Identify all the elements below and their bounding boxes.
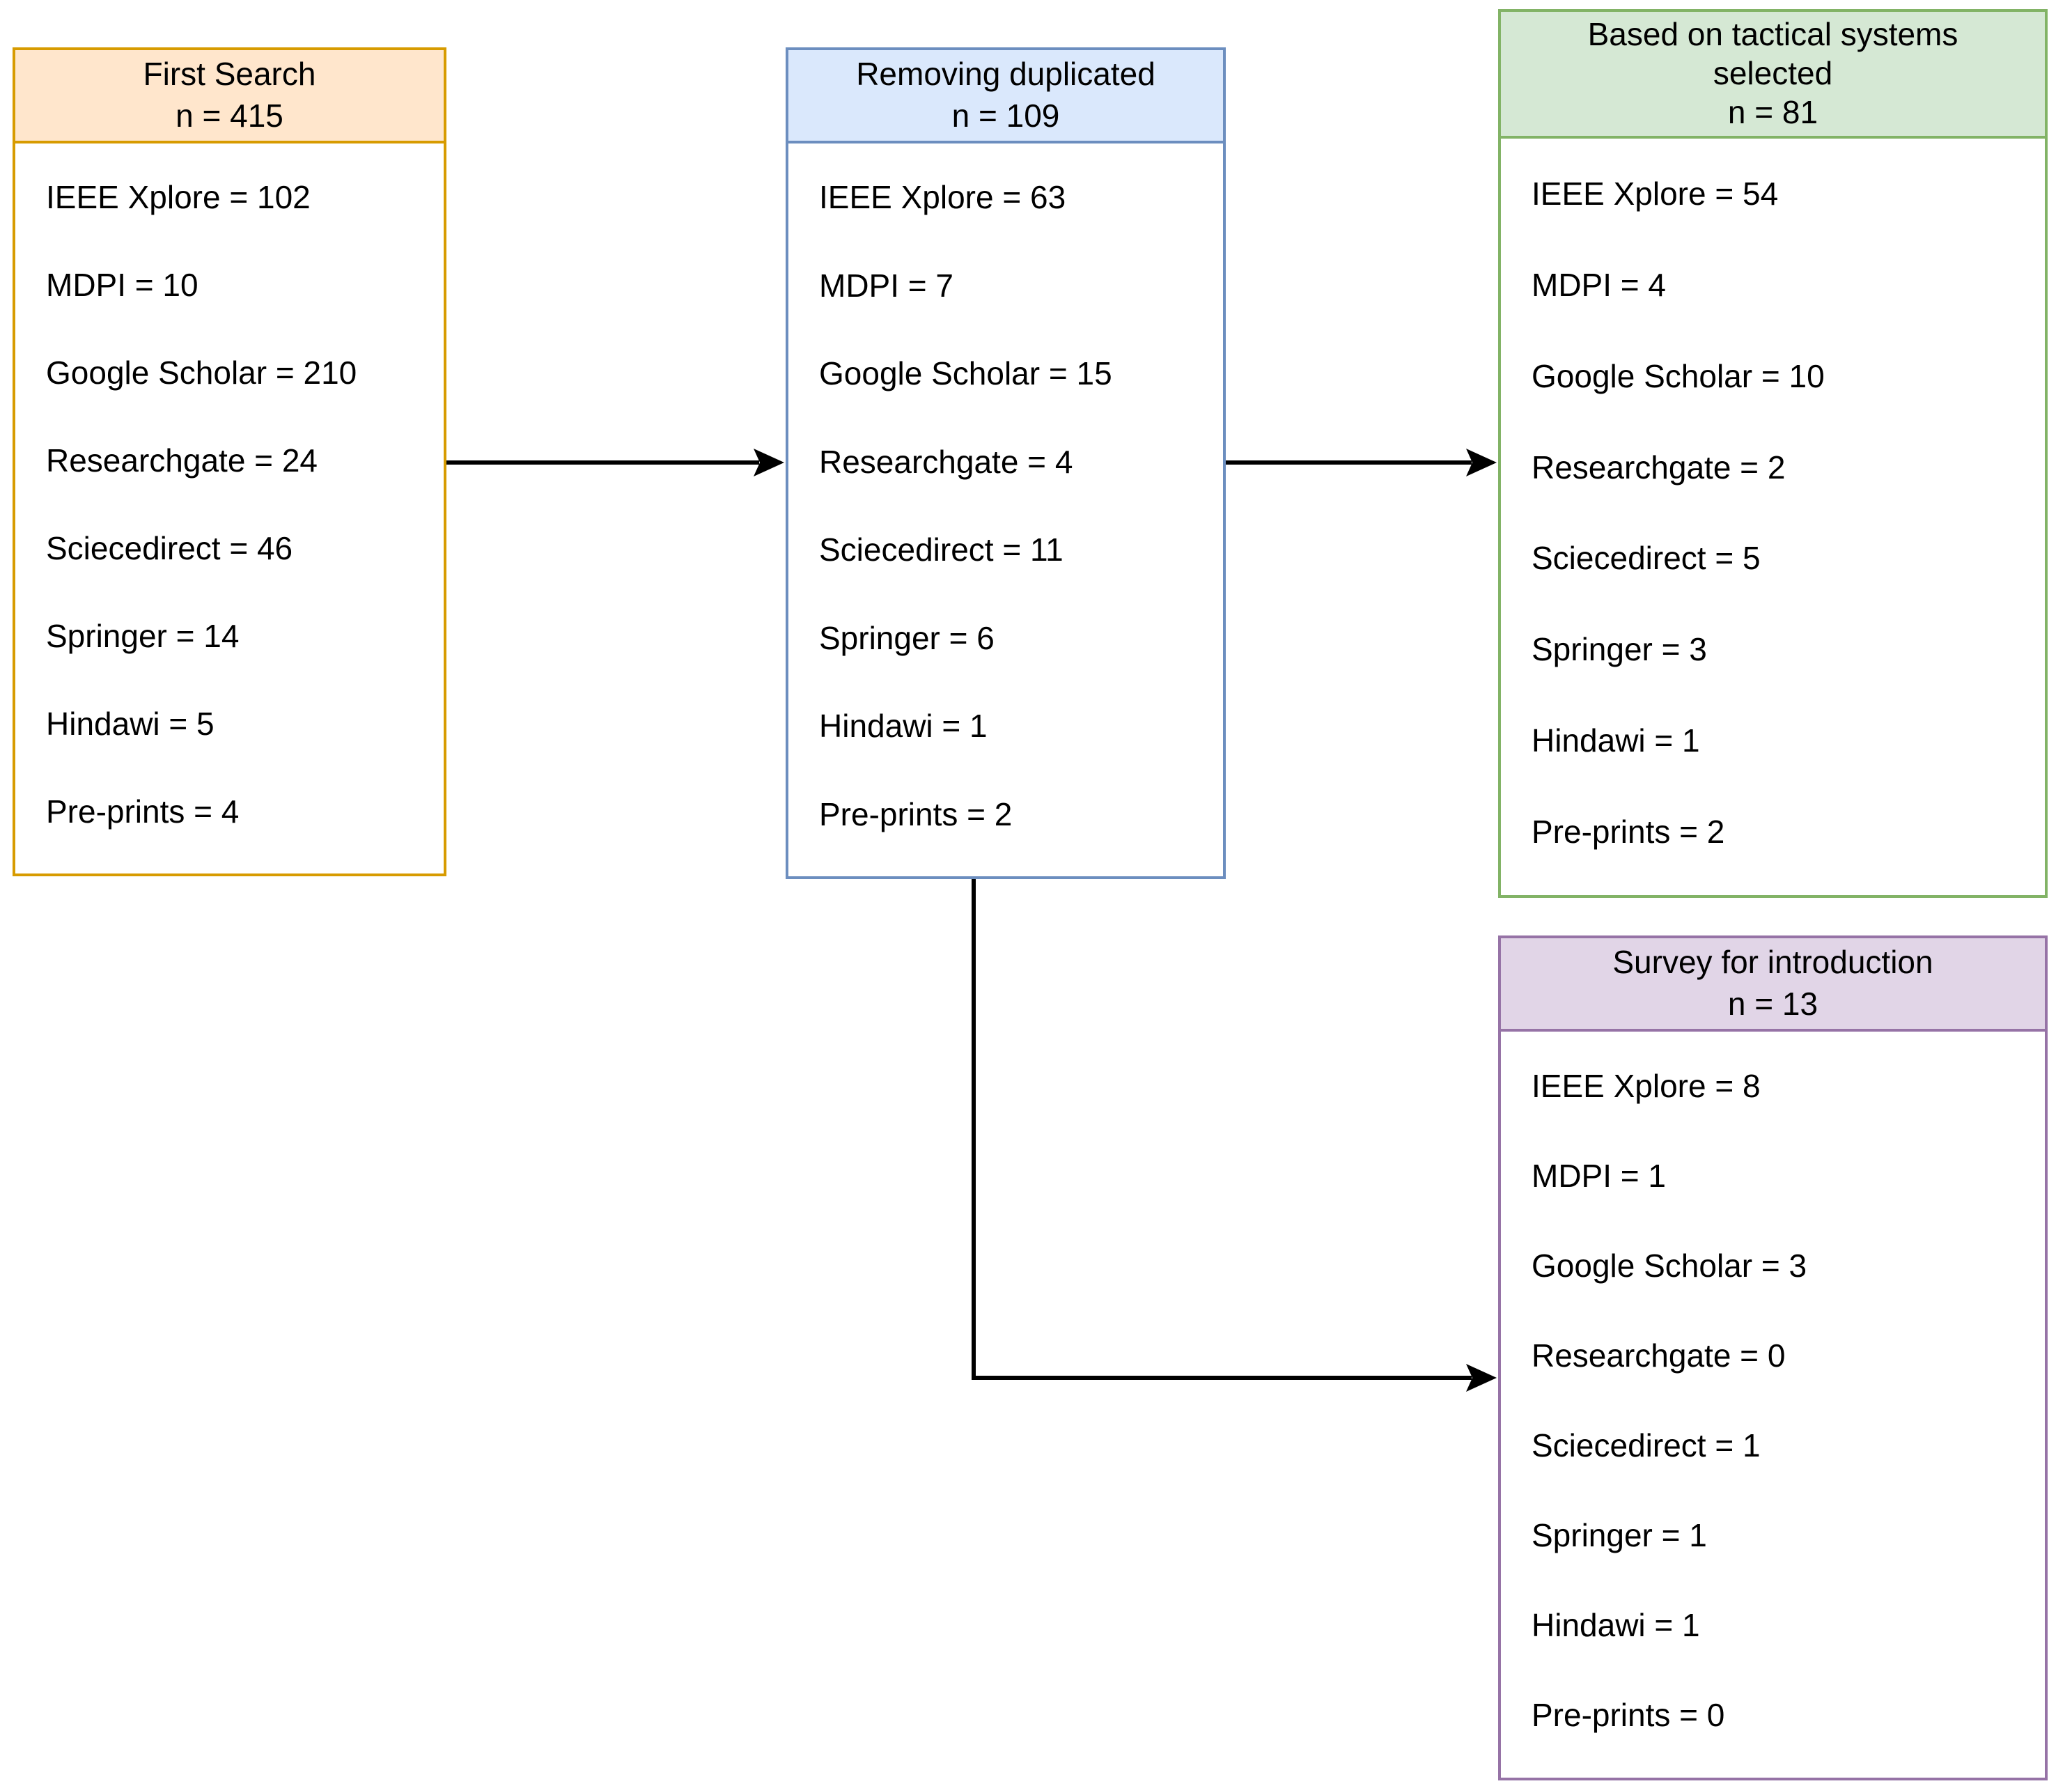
arrow-first-search-to-removing-duplicated <box>446 449 784 476</box>
box-title: Survey for introduction <box>1612 944 1933 980</box>
source-count-item: IEEE Xplore = 54 <box>1532 176 1779 212</box>
box-survey-introduction-body: IEEE Xplore = 8 MDPI = 1 Google Scholar … <box>1501 1032 2045 1778</box>
source-count-item: Hindawi = 1 <box>819 708 988 745</box>
source-count-item: Sciecedirect = 5 <box>1532 540 1761 577</box>
box-title: selected <box>1713 55 1833 91</box>
box-survey-introduction: Survey for introduction n = 13 IEEE Xplo… <box>1498 935 2048 1780</box>
box-title: Based on tactical systems <box>1587 16 1958 52</box>
source-count-item: Springer = 14 <box>46 618 240 654</box>
source-count-item: MDPI = 1 <box>1532 1158 1667 1195</box>
source-count-item: Springer = 1 <box>1532 1516 1707 1553</box>
box-first-search: First Search n = 415 IEEE Xplore = 102 M… <box>13 47 446 876</box>
source-count-item: Sciecedirect = 46 <box>46 530 293 566</box>
box-count: n = 109 <box>951 98 1060 134</box>
source-count-item: Pre-prints = 2 <box>1532 813 1725 850</box>
box-title: First Search <box>143 56 316 92</box>
box-removing-duplicated: Removing duplicated n = 109 IEEE Xplore … <box>786 47 1226 879</box>
source-count-item: Sciecedirect = 1 <box>1532 1427 1761 1463</box>
source-count-item: Google Scholar = 3 <box>1532 1248 1807 1284</box>
box-first-search-body: IEEE Xplore = 102 MDPI = 10 Google Schol… <box>15 143 444 873</box>
source-count-item: Google Scholar = 210 <box>46 355 357 391</box>
source-count-item: Google Scholar = 15 <box>819 355 1112 392</box>
source-count-item: IEEE Xplore = 63 <box>819 179 1066 216</box>
source-count-item: MDPI = 7 <box>819 267 954 304</box>
box-removing-duplicated-header: Removing duplicated n = 109 <box>788 50 1223 143</box>
box-tactical-selected-header: Based on tactical systems selected n = 8… <box>1501 12 2045 139</box>
box-survey-introduction-header: Survey for introduction n = 13 <box>1501 938 2045 1032</box>
source-count-item: MDPI = 10 <box>46 267 198 303</box>
source-count-item: Hindawi = 5 <box>46 706 215 742</box>
source-count-item: Pre-prints = 2 <box>819 795 1013 832</box>
source-count-item: Pre-prints = 4 <box>46 793 240 830</box>
source-count-item: Researchgate = 2 <box>1532 449 1786 486</box>
arrow-removing-duplicated-to-survey-introduction <box>972 879 1497 1392</box>
box-title: Removing duplicated <box>856 56 1155 92</box>
source-count-item: Springer = 6 <box>819 619 995 656</box>
source-count-item: MDPI = 4 <box>1532 267 1667 304</box>
source-count-item: Researchgate = 4 <box>819 443 1073 480</box>
box-removing-duplicated-body: IEEE Xplore = 63 MDPI = 7 Google Scholar… <box>788 143 1223 876</box>
arrow-removing-duplicated-to-tactical-selected <box>1226 449 1497 476</box>
source-count-item: Sciecedirect = 11 <box>819 531 1064 568</box>
box-count: n = 415 <box>176 98 283 134</box>
box-first-search-header: First Search n = 415 <box>15 50 444 143</box>
source-count-item: IEEE Xplore = 8 <box>1532 1068 1761 1105</box>
source-count-item: Researchgate = 0 <box>1532 1337 1786 1374</box>
box-count: n = 13 <box>1727 986 1818 1022</box>
source-count-item: IEEE Xplore = 102 <box>46 179 311 215</box>
source-count-item: Hindawi = 1 <box>1532 722 1700 759</box>
source-count-item: Springer = 3 <box>1532 631 1707 668</box>
source-count-item: Researchgate = 24 <box>46 442 318 479</box>
box-tactical-selected-body: IEEE Xplore = 54 MDPI = 4 Google Scholar… <box>1501 139 2045 895</box>
box-tactical-selected: Based on tactical systems selected n = 8… <box>1498 9 2048 898</box>
source-count-item: Pre-prints = 0 <box>1532 1696 1725 1733</box>
box-count: n = 81 <box>1727 94 1818 130</box>
source-count-item: Google Scholar = 10 <box>1532 357 1825 394</box>
source-count-item: Hindawi = 1 <box>1532 1606 1700 1643</box>
